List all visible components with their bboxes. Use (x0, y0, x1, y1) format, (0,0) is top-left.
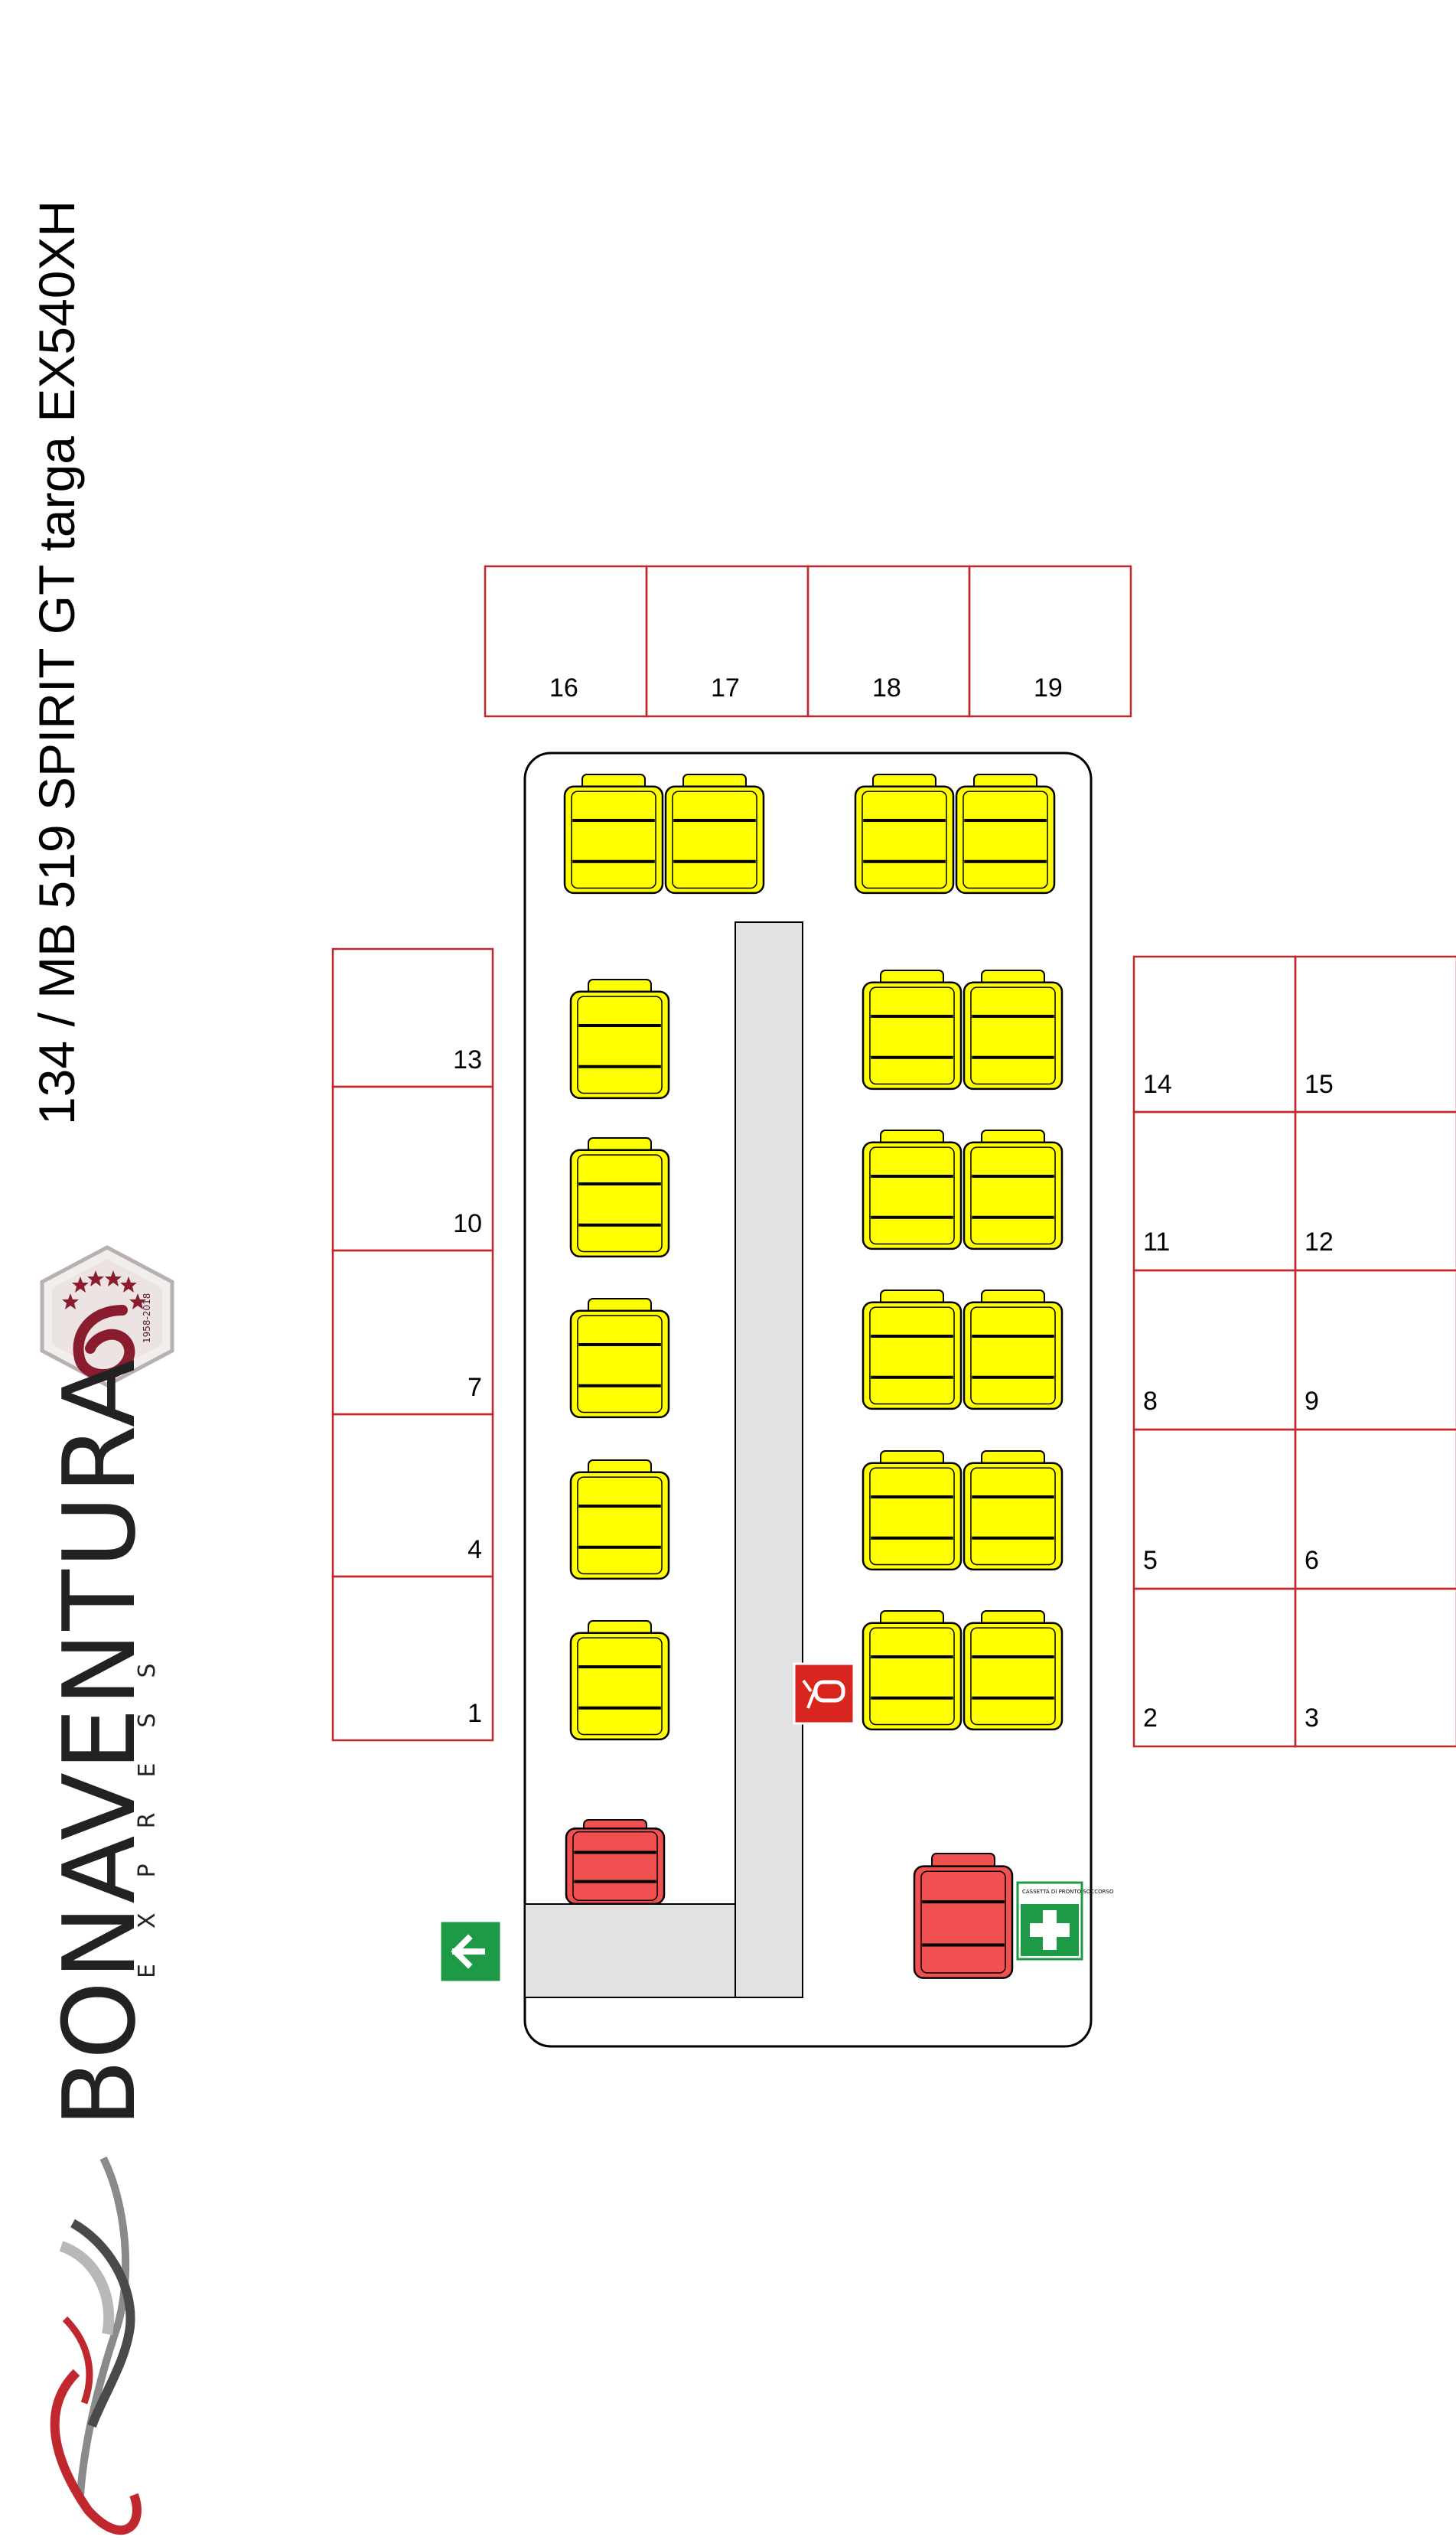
anniversary-badge: 1958-2018 (40, 1245, 174, 1387)
seat-box-6 (1294, 1428, 1456, 1590)
seat-number: 19 (1034, 673, 1063, 703)
seat-number: 1 (467, 1699, 482, 1728)
passenger-seat (963, 1450, 1063, 1571)
left-column-boxes: 13 10 7 4 1 (331, 947, 494, 1742)
seat-number: 8 (1143, 1387, 1158, 1416)
passenger-seat (569, 1459, 670, 1580)
entrance-step (524, 1903, 736, 1998)
passenger-seat (569, 979, 670, 1100)
rear-row-boxes: 16 17 18 19 (484, 565, 1132, 718)
seat-number: 13 (453, 1045, 482, 1074)
seat-number: 6 (1305, 1546, 1319, 1575)
seat-box-8 (1132, 1269, 1297, 1431)
seat-number: 17 (711, 673, 740, 703)
right-column-boxes: 14 15 11 12 8 9 5 6 2 3 (1132, 955, 1456, 1748)
seat-number: 7 (467, 1373, 482, 1402)
passenger-seat (862, 970, 963, 1091)
vehicle-title: 134 / MB 519 SPIRIT GT targa EX540XH (28, 201, 85, 1125)
crew-seat (565, 1819, 666, 1906)
badge-years: 1958-2018 (142, 1293, 152, 1343)
passenger-seat (569, 1620, 670, 1741)
first-aid-icon: CASSETTA DI PRONTO SOCCORSO (1016, 1881, 1114, 1961)
seat-number: 12 (1305, 1228, 1334, 1257)
passenger-seat (862, 1290, 963, 1410)
seat-box-2 (1132, 1587, 1297, 1748)
passenger-seat (569, 1137, 670, 1258)
passenger-seat (569, 1298, 670, 1419)
seat-number: 3 (1305, 1704, 1319, 1733)
passenger-seat (563, 774, 664, 895)
fire-extinguisher-icon (793, 1662, 855, 1725)
seat-number: 11 (1143, 1228, 1170, 1257)
passenger-seat (963, 1610, 1063, 1731)
driver-seat (913, 1853, 1014, 1979)
seat-number: 9 (1305, 1387, 1319, 1416)
seat-number: 10 (453, 1209, 482, 1238)
number-60-icon (73, 1305, 135, 1380)
passenger-seat (664, 774, 765, 895)
passenger-seat (963, 970, 1063, 1091)
brand-name: BONAVENTURA (41, 1358, 158, 2128)
brand-logo-icon (50, 2156, 142, 2535)
seat-box-1 (331, 1575, 494, 1742)
passenger-seat (862, 1610, 963, 1731)
passenger-seat (862, 1130, 963, 1250)
aisle (735, 921, 803, 1998)
seat-box-5 (1132, 1428, 1297, 1590)
passenger-seat (955, 774, 1056, 895)
first-aid-label: CASSETTA DI PRONTO SOCCORSO (1022, 1889, 1114, 1895)
seat-number: 16 (549, 673, 578, 703)
seat-number: 5 (1143, 1546, 1158, 1575)
exit-arrow-icon (438, 1919, 503, 1984)
seat-number: 2 (1143, 1704, 1158, 1733)
seat-number: 14 (1143, 1070, 1172, 1099)
seats-layer (563, 774, 1063, 1979)
brand-tagline: EXPRESS (134, 1629, 161, 1978)
passenger-seat (963, 1130, 1063, 1250)
seat-number: 4 (467, 1535, 482, 1564)
passenger-seat (963, 1290, 1063, 1410)
seat-box-9 (1294, 1269, 1456, 1431)
seat-number: 15 (1305, 1070, 1334, 1099)
star-ring-icon (62, 1270, 146, 1309)
seat-box-3 (1294, 1587, 1456, 1748)
seat-number: 18 (872, 673, 901, 703)
passenger-seat (862, 1450, 963, 1571)
passenger-seat (854, 774, 955, 895)
seat-box-19 (968, 565, 1132, 718)
